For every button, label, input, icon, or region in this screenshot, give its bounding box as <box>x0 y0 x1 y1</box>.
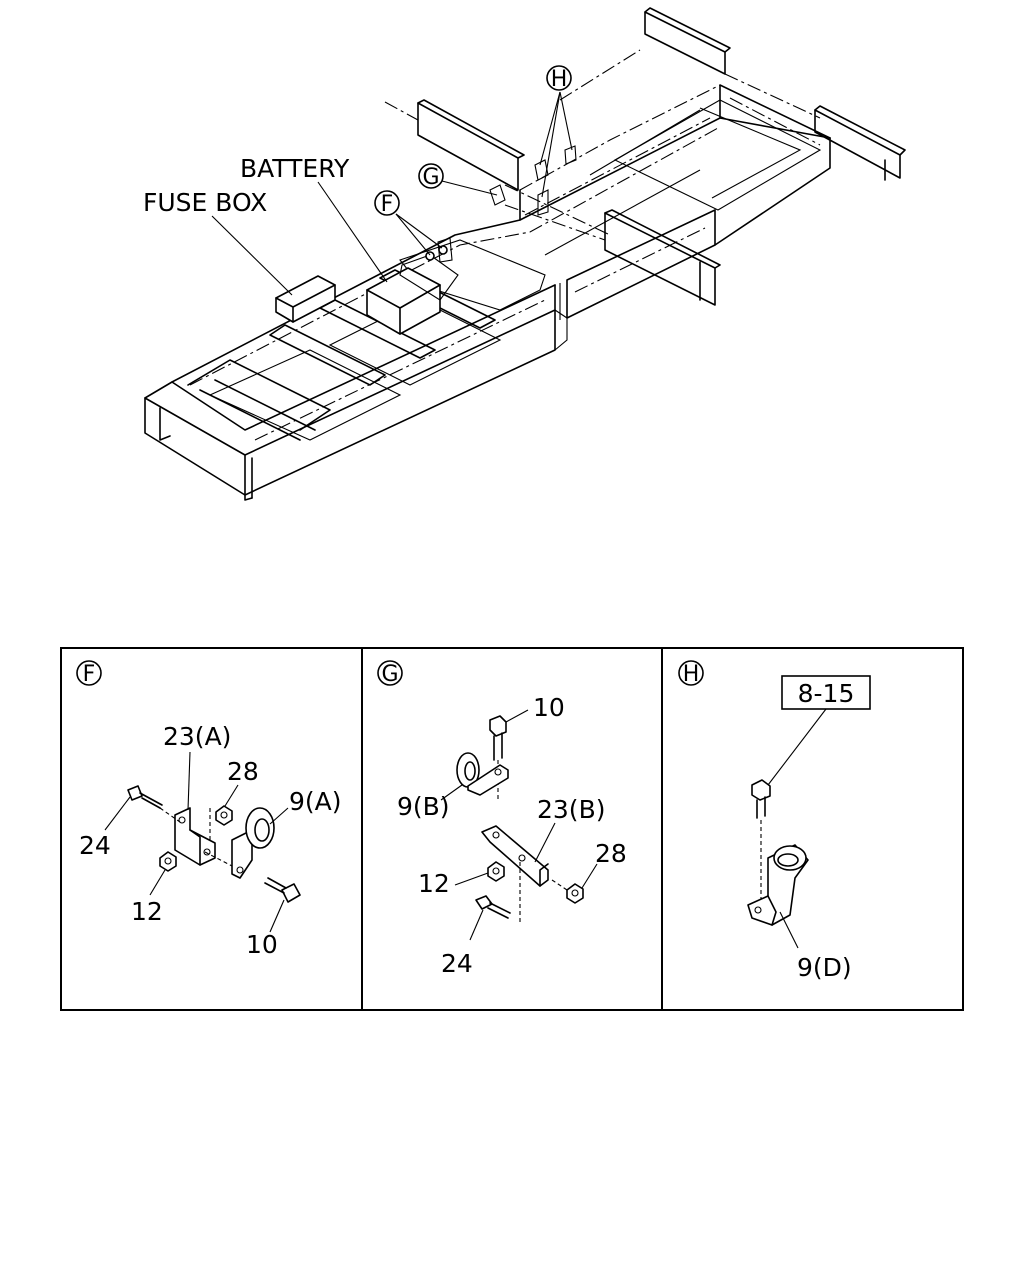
panel-f-label-12: 12 <box>131 897 163 926</box>
panel-f-label-28: 28 <box>227 757 259 786</box>
panel-f-label-10: 10 <box>246 930 278 959</box>
panel-f-letter: F <box>83 662 96 687</box>
callout-f-letter: F <box>381 192 394 217</box>
panel-g-label-28: 28 <box>595 839 627 868</box>
panel-g-label-24: 24 <box>441 949 473 978</box>
battery-label: BATTERY <box>240 154 350 183</box>
ref-box <box>781 675 871 710</box>
chassis-frame <box>144 7 906 501</box>
panel-h-ref: 8-15 <box>798 679 855 708</box>
panel-g-letter: G <box>381 662 398 687</box>
callout-g: G <box>418 163 444 190</box>
detail-panels <box>60 647 964 1011</box>
fuse-box-shape <box>275 275 336 323</box>
panel-f-label-23a: 23(A) <box>163 722 231 751</box>
detail-panel-g: G 10 9(B) 23(B) 28 <box>377 660 627 978</box>
panel-f-label-9a: 9(A) <box>289 787 342 816</box>
frame-clamp-f <box>399 237 459 301</box>
panel-g-label-12: 12 <box>418 869 450 898</box>
panel-h-label-9d: 9(D) <box>797 953 852 982</box>
battery-shape <box>366 267 441 335</box>
callout-h: H <box>546 65 572 92</box>
panel-f-label-24: 24 <box>79 831 111 860</box>
callout-h-letter: H <box>551 67 568 92</box>
panel-g-label-10: 10 <box>533 693 565 722</box>
panel-g-label-9b: 9(B) <box>397 792 450 821</box>
detail-panel-h: H 8-15 9(D) <box>678 660 871 982</box>
panel-h-letter: H <box>683 662 700 687</box>
detail-panel-f: F 23(A) 28 9(A) 24 <box>76 660 342 959</box>
frame-clamps-gh <box>489 145 577 216</box>
callout-g-letter: G <box>422 165 439 190</box>
overview-leaders <box>211 91 573 296</box>
callout-f: F <box>374 190 400 217</box>
panel-g-label-23b: 23(B) <box>537 795 605 824</box>
fuse-box-label: FUSE BOX <box>143 188 267 217</box>
